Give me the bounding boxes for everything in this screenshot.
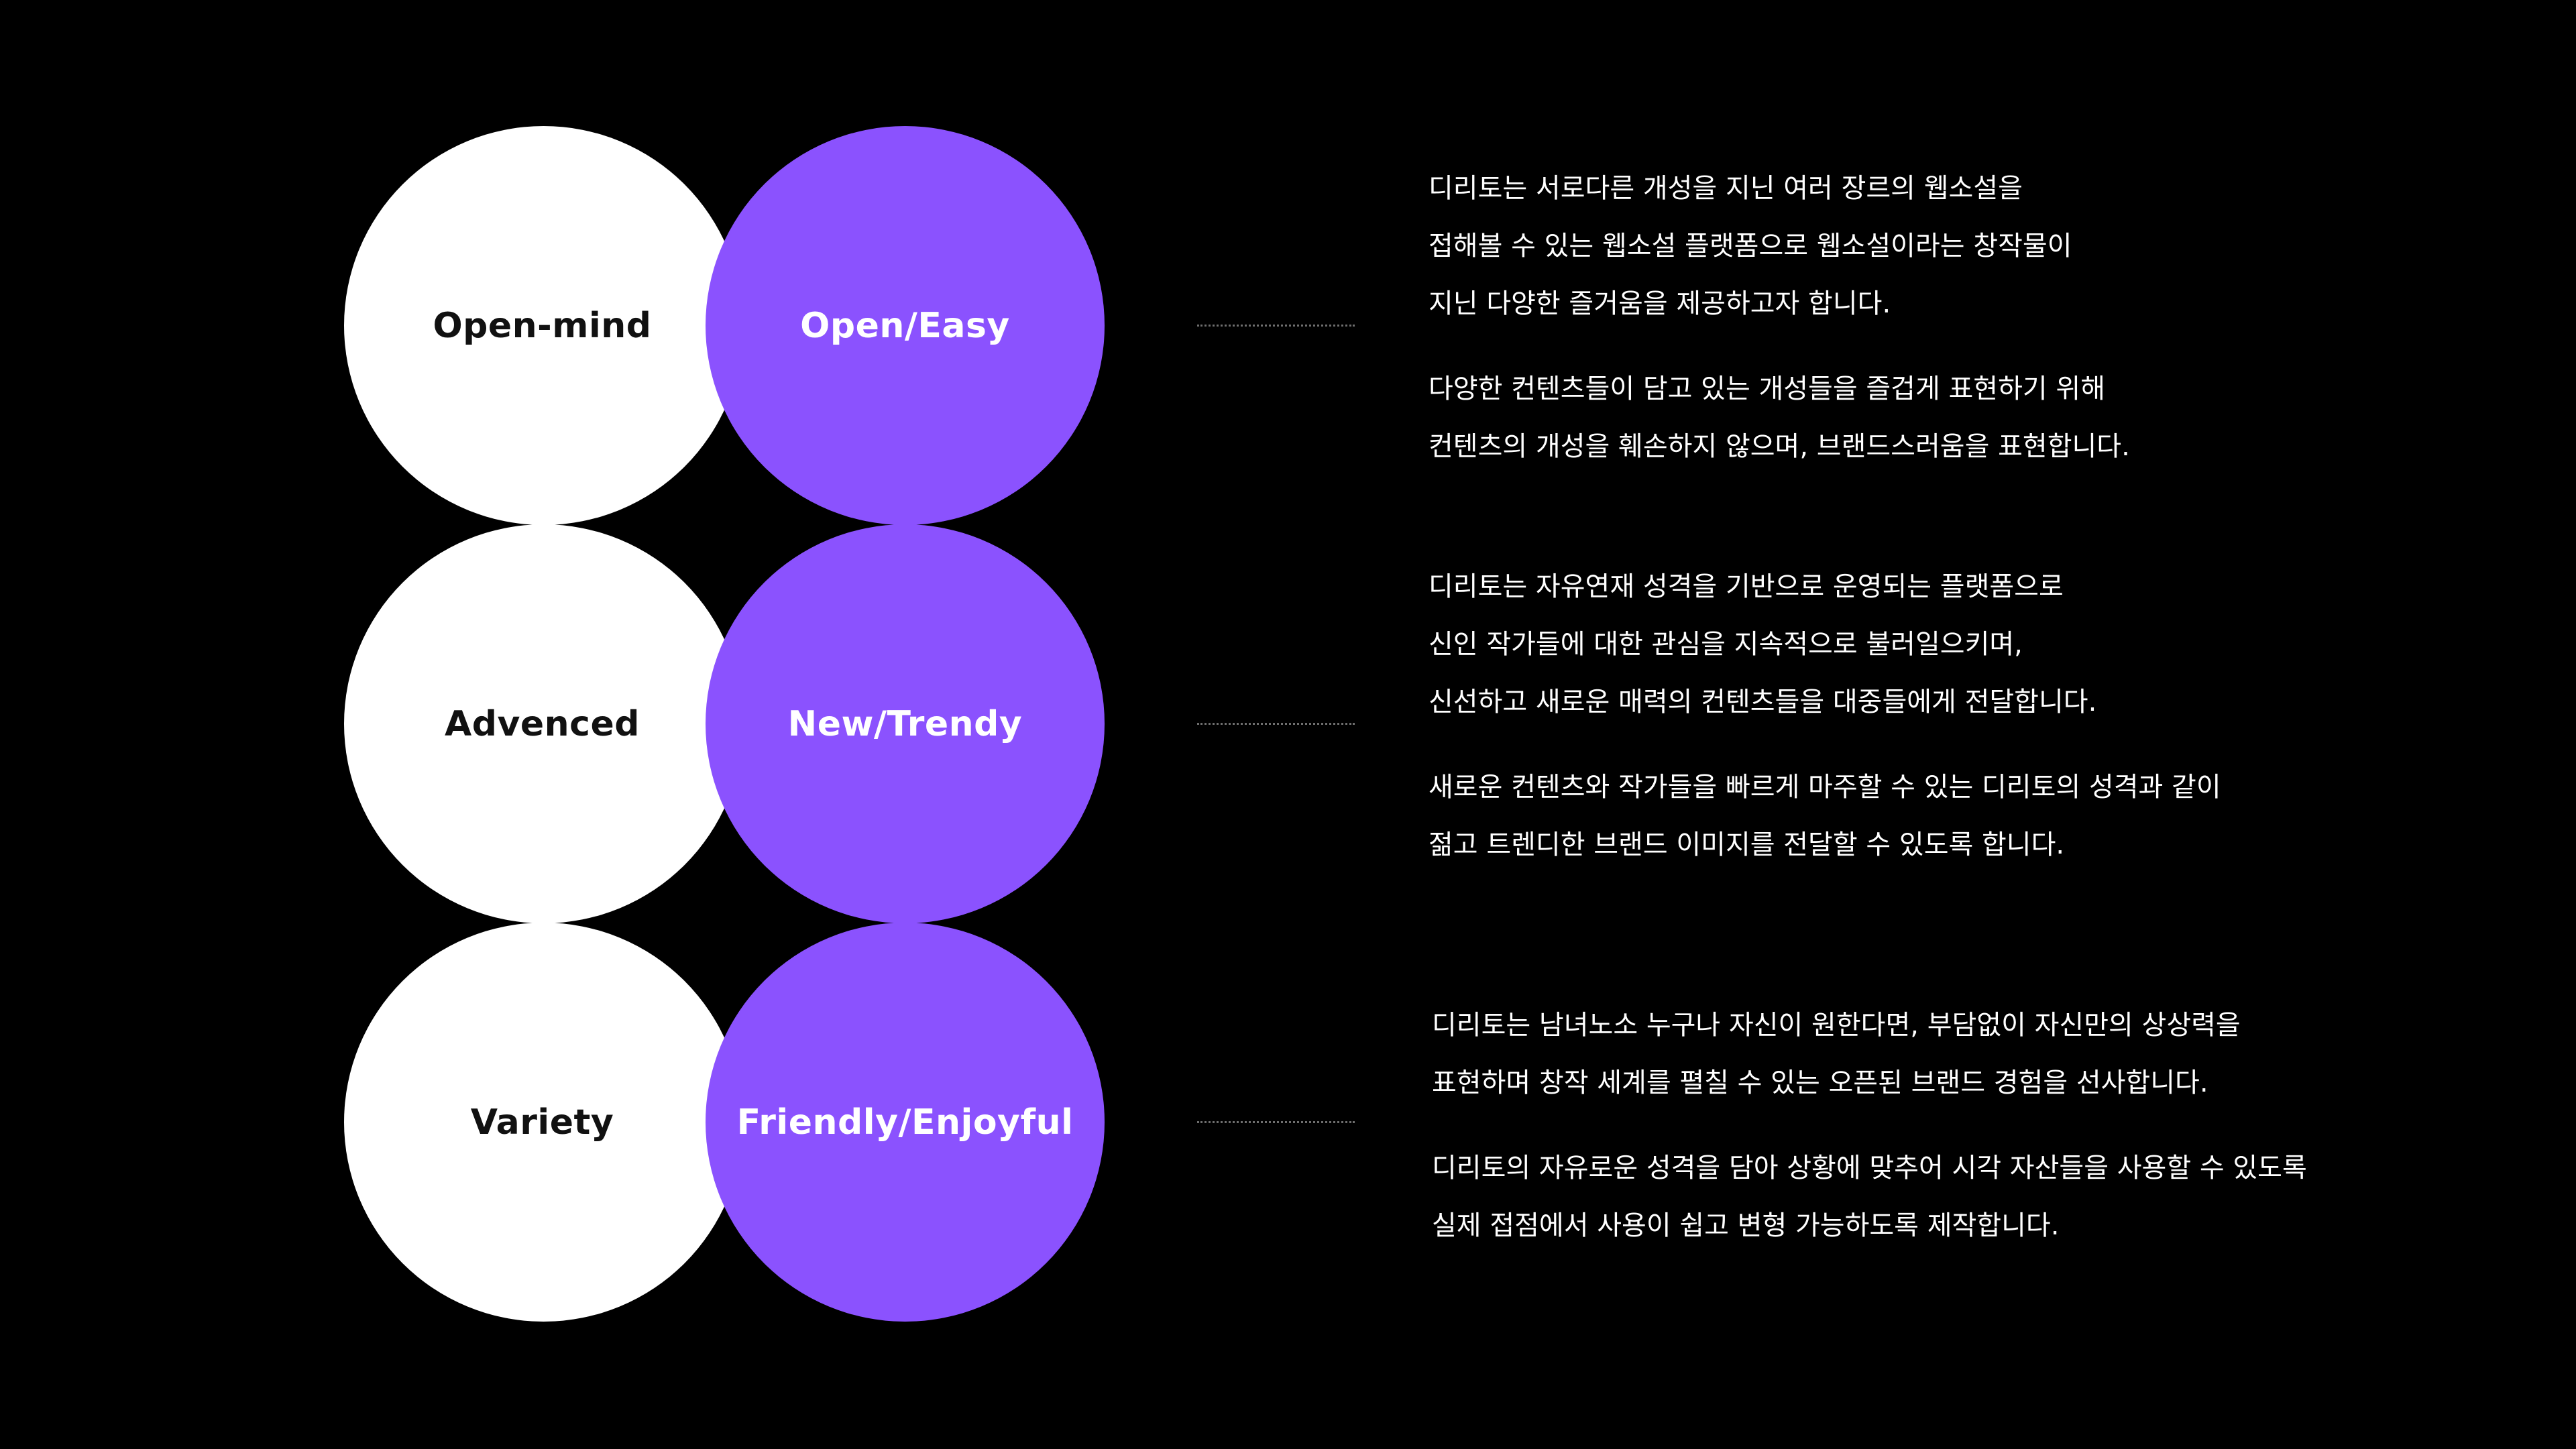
keyword-circle-right: Open/Easy	[706, 126, 1105, 525]
description-paragraph: 디리토는 서로다른 개성을 지닌 여러 장르의 웹소설을 접해볼 수 있는 웹소…	[1429, 160, 2502, 333]
description-line: 디리토는 자유연재 성격을 기반으로 운영되는 플랫폼으로	[1429, 571, 2064, 602]
description-line: 다양한 컨텐츠들이 담고 있는 개성들을 즐겁게 표현하기 위해	[1429, 373, 2106, 404]
keyword-label: Open-mind	[433, 305, 652, 346]
keyword-label: Open/Easy	[800, 305, 1010, 346]
description-line: 젊고 트렌디한 브랜드 이미지를 전달할 수 있도록 합니다.	[1429, 829, 2065, 860]
keyword-label: Variety	[470, 1102, 614, 1143]
description-line: 지닌 다양한 즐거움을 제공하고자 합니다.	[1429, 288, 1891, 319]
keyword-label: Friendly/Enjoyful	[736, 1102, 1074, 1143]
description-block: 디리토는 남녀노소 누구나 자신이 원한다면, 부담없이 자신만의 상상력을 표…	[1432, 996, 2505, 1255]
keyword-circle-right: New/Trendy	[706, 524, 1105, 923]
description-line: 컨텐츠의 개성을 훼손하지 않으며, 브랜드스러움을 표현합니다.	[1429, 431, 2130, 462]
value-row-new: Advenced New/Trendy 디리토는 자유연재 성격을 기반으로 운…	[0, 524, 2576, 923]
description-line: 디리토의 자유로운 성격을 담아 상황에 맞추어 시각 자산들을 사용할 수 있…	[1432, 1153, 2307, 1183]
description-line: 신선하고 새로운 매력의 컨텐츠들을 대중들에게 전달합니다.	[1429, 687, 2097, 717]
description-line: 실제 접점에서 사용이 쉽고 변형 가능하도록 제작합니다.	[1432, 1210, 2060, 1241]
keyword-label: New/Trendy	[787, 703, 1023, 744]
description-block: 디리토는 자유연재 성격을 기반으로 운영되는 플랫폼으로 신인 작가들에 대한…	[1429, 558, 2502, 874]
keyword-circle-left: Variety	[344, 923, 743, 1322]
keyword-circle-right: Friendly/Enjoyful	[706, 923, 1105, 1322]
description-paragraph: 디리토는 남녀노소 누구나 자신이 원한다면, 부담없이 자신만의 상상력을 표…	[1432, 996, 2505, 1112]
description-paragraph: 디리토의 자유로운 성격을 담아 상황에 맞추어 시각 자산들을 사용할 수 있…	[1432, 1139, 2505, 1255]
description-line: 디리토는 남녀노소 누구나 자신이 원한다면, 부담없이 자신만의 상상력을	[1432, 1010, 2241, 1041]
description-paragraph: 다양한 컨텐츠들이 담고 있는 개성들을 즐겁게 표현하기 위해 컨텐츠의 개성…	[1429, 360, 2502, 475]
keyword-label: Advenced	[445, 703, 640, 744]
description-line: 새로운 컨텐츠와 작가들을 빠르게 마주할 수 있는 디리토의 성격과 같이	[1429, 772, 2221, 803]
dotted-connector	[1197, 1121, 1355, 1123]
keyword-circle-left: Advenced	[344, 524, 743, 923]
description-line: 신인 작가들에 대한 관심을 지속적으로 불러일으키며,	[1429, 629, 2023, 660]
description-line: 접해볼 수 있는 웹소설 플랫폼으로 웹소설이라는 창작물이	[1429, 231, 2072, 262]
dotted-connector	[1197, 723, 1355, 725]
description-line: 디리토는 서로다른 개성을 지닌 여러 장르의 웹소설을	[1429, 173, 2023, 204]
description-paragraph: 새로운 컨텐츠와 작가들을 빠르게 마주할 수 있는 디리토의 성격과 같이 젊…	[1429, 758, 2502, 874]
keyword-circle-left: Open-mind	[344, 126, 743, 525]
value-row-friendly: Variety Friendly/Enjoyful 디리토는 남녀노소 누구나 …	[0, 923, 2576, 1322]
value-row-open: Open-mind Open/Easy 디리토는 서로다른 개성을 지닌 여러 …	[0, 126, 2576, 525]
description-block: 디리토는 서로다른 개성을 지닌 여러 장르의 웹소설을 접해볼 수 있는 웹소…	[1429, 160, 2502, 475]
description-line: 표현하며 창작 세계를 펼칠 수 있는 오픈된 브랜드 경험을 선사합니다.	[1432, 1067, 2208, 1098]
dotted-connector	[1197, 325, 1355, 327]
description-paragraph: 디리토는 자유연재 성격을 기반으로 운영되는 플랫폼으로 신인 작가들에 대한…	[1429, 558, 2502, 731]
